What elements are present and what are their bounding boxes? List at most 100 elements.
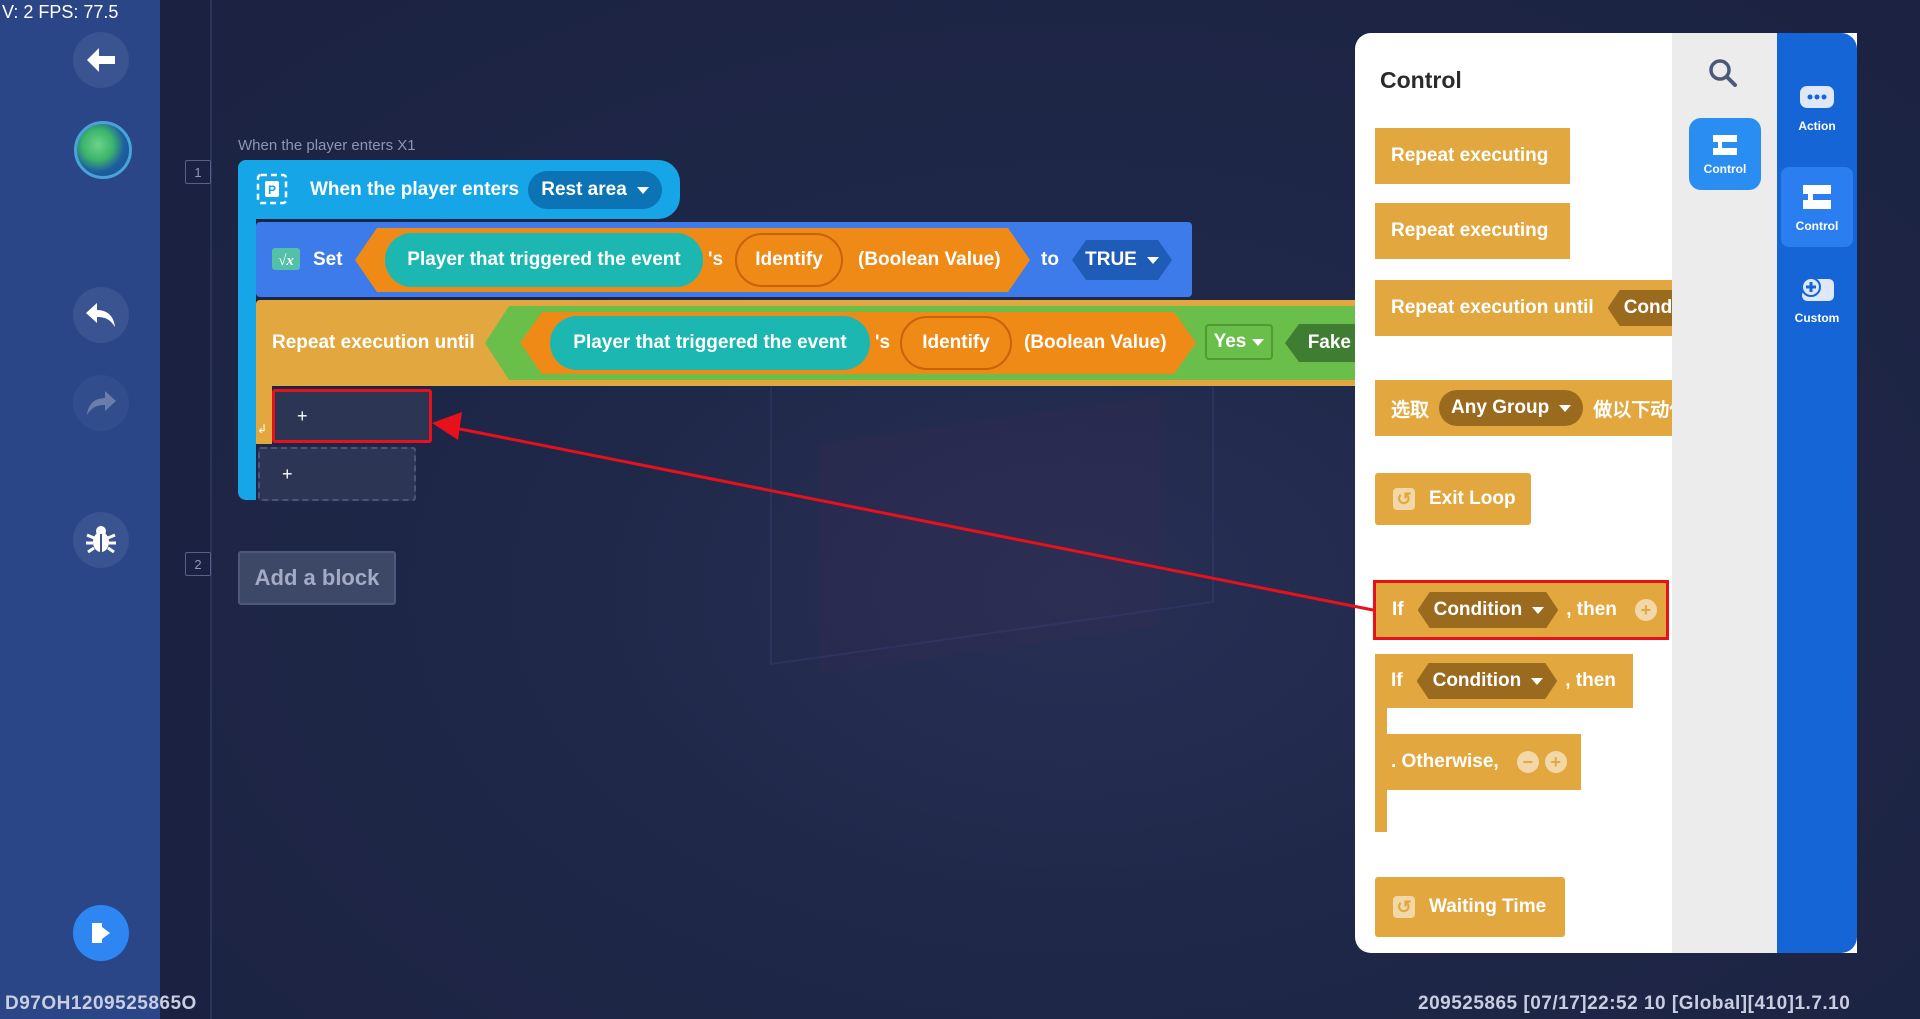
tab-control-label: Control bbox=[1795, 219, 1839, 233]
chevron-down-icon bbox=[1559, 404, 1572, 412]
palette-if-otherwise[interactable]: If Condition , then bbox=[1375, 654, 1633, 708]
palette-exit-loop[interactable]: ↺ Exit Loop bbox=[1375, 473, 1531, 525]
exit-editor-button[interactable] bbox=[73, 905, 129, 961]
group-dropdown[interactable]: Any Group bbox=[1439, 390, 1584, 426]
true-value: TRUE bbox=[1085, 249, 1137, 270]
next-block-slot[interactable]: + bbox=[258, 447, 416, 501]
add-block-button[interactable]: Add a block bbox=[238, 551, 396, 605]
category-control[interactable]: Control bbox=[1689, 118, 1761, 190]
minus-icon[interactable]: − bbox=[1516, 751, 1539, 773]
area-value: Rest area bbox=[541, 179, 627, 200]
exit-door-icon bbox=[92, 923, 110, 943]
condition-dropdown[interactable]: Condition bbox=[1417, 663, 1558, 699]
repeat-until-label: Repeat execution until bbox=[272, 332, 475, 353]
palette-title: Control bbox=[1380, 67, 1462, 93]
condition-value: Condition bbox=[1432, 670, 1522, 691]
palette-repeat-executing[interactable]: Repeat executing bbox=[1375, 203, 1570, 259]
tab-action-label: Action bbox=[1798, 119, 1836, 133]
footer-status: 209525865 [07/17]22:52 10 [Global][410]1… bbox=[1418, 993, 1851, 1014]
condition-dropdown[interactable]: Condition bbox=[1418, 592, 1559, 628]
player-reporter[interactable]: Player that triggered the event bbox=[550, 316, 870, 370]
tab-custom[interactable]: Custom bbox=[1781, 275, 1853, 339]
control-icon: ↺ bbox=[1393, 488, 1415, 510]
palette-select-group[interactable]: 选取 Any Group 做以下动作 bbox=[1375, 380, 1672, 436]
chevron-down-icon bbox=[1147, 257, 1159, 264]
chevron-down-icon bbox=[1252, 338, 1265, 346]
player-reporter[interactable]: Player that triggered the event bbox=[385, 233, 703, 287]
palette-block-list: Repeat executing Repeat executing Repeat… bbox=[1355, 100, 1672, 953]
svg-text:P: P bbox=[268, 183, 276, 197]
line-gutter bbox=[160, 0, 212, 1019]
formula-icon: √x bbox=[272, 248, 300, 270]
condition-slot[interactable]: Condi bbox=[1608, 290, 1672, 326]
fake-value[interactable]: Fake bbox=[1285, 324, 1355, 362]
boolean-type-label: (Boolean Value) bbox=[1024, 332, 1167, 353]
arrow-left-icon bbox=[87, 48, 115, 72]
palette-waiting-time[interactable]: ↺ Waiting Time bbox=[1375, 877, 1565, 937]
select-prefix: 选取 bbox=[1391, 399, 1430, 421]
player-trigger-icon: P bbox=[256, 173, 288, 205]
otherwise-text: . Otherwise, bbox=[1391, 751, 1499, 772]
left-sidebar bbox=[0, 0, 160, 1019]
redo-icon bbox=[87, 391, 116, 415]
if-text: If bbox=[1391, 670, 1403, 691]
boolean-type-label: (Boolean Value) bbox=[858, 249, 1001, 270]
event-block-spine bbox=[238, 160, 256, 500]
possessive-label: 's bbox=[708, 249, 724, 270]
script-header: When the player enters X1 bbox=[238, 137, 416, 154]
footer-id: D97OH1209525865O bbox=[5, 993, 197, 1014]
back-button[interactable] bbox=[73, 32, 129, 88]
control-icon bbox=[1803, 185, 1831, 209]
plus-icon[interactable]: + bbox=[1634, 599, 1657, 621]
debug-button[interactable] bbox=[73, 512, 129, 568]
chevron-down-icon bbox=[1531, 678, 1543, 685]
repeat-until-text: Repeat execution until bbox=[1391, 297, 1594, 318]
undo-button[interactable] bbox=[73, 287, 129, 343]
set-label: Set bbox=[313, 249, 343, 270]
palette-repeat-executing[interactable]: Repeat executing bbox=[1375, 128, 1570, 184]
search-icon[interactable] bbox=[1708, 58, 1738, 88]
tab-custom-label: Custom bbox=[1794, 311, 1840, 325]
exit-loop-text: Exit Loop bbox=[1429, 488, 1516, 509]
control-icon: ↺ bbox=[1393, 896, 1415, 918]
if-text: If bbox=[1392, 599, 1404, 620]
palette-if-then[interactable]: If Condition , then + bbox=[1373, 580, 1669, 640]
undo-icon bbox=[86, 303, 115, 327]
svg-text:√x: √x bbox=[278, 253, 294, 269]
group-value: Any Group bbox=[1451, 397, 1550, 418]
yes-value: Yes bbox=[1213, 331, 1247, 352]
true-value-dropdown[interactable]: TRUE bbox=[1072, 240, 1172, 280]
identify-field[interactable]: Identify bbox=[735, 233, 843, 287]
plus-icon[interactable]: + bbox=[1544, 751, 1567, 773]
fps-counter: V: 2 FPS: 77.5 bbox=[2, 2, 119, 22]
custom-add-icon bbox=[1801, 277, 1834, 301]
to-label: to bbox=[1041, 249, 1059, 270]
waiting-time-text: Waiting Time bbox=[1429, 896, 1547, 917]
tab-action[interactable]: Action bbox=[1781, 83, 1853, 147]
possessive-label: 's bbox=[875, 332, 891, 353]
line-number: 2 bbox=[185, 552, 211, 576]
repeat-block-spine bbox=[256, 386, 272, 444]
chevron-down-icon bbox=[636, 186, 649, 194]
tab-control[interactable]: Control bbox=[1781, 167, 1853, 247]
redo-button[interactable] bbox=[73, 375, 129, 431]
chevron-down-icon bbox=[1532, 607, 1544, 614]
loop-arrow-icon: ↲ bbox=[257, 422, 268, 436]
line-number: 1 bbox=[185, 160, 211, 184]
identify-field[interactable]: Identify bbox=[900, 316, 1012, 370]
action-icon bbox=[1800, 86, 1834, 108]
world-globe-icon[interactable] bbox=[74, 121, 132, 179]
condition-value: Condition bbox=[1433, 599, 1523, 620]
then-text: , then bbox=[1565, 670, 1616, 691]
select-suffix: 做以下动作 bbox=[1593, 399, 1672, 421]
control-icon bbox=[1713, 135, 1737, 155]
yes-dropdown[interactable]: Yes bbox=[1205, 324, 1273, 360]
bug-icon bbox=[86, 526, 116, 554]
palette-otherwise-branch[interactable]: . Otherwise, − + bbox=[1375, 734, 1581, 790]
event-label: When the player enters bbox=[310, 179, 520, 200]
area-dropdown[interactable]: Rest area bbox=[528, 171, 662, 209]
then-text: , then bbox=[1566, 599, 1617, 620]
palette-repeat-until[interactable]: Repeat execution until Condi bbox=[1375, 280, 1672, 336]
loop-body-slot[interactable]: + bbox=[272, 389, 432, 443]
category-control-label: Control bbox=[1703, 162, 1747, 176]
